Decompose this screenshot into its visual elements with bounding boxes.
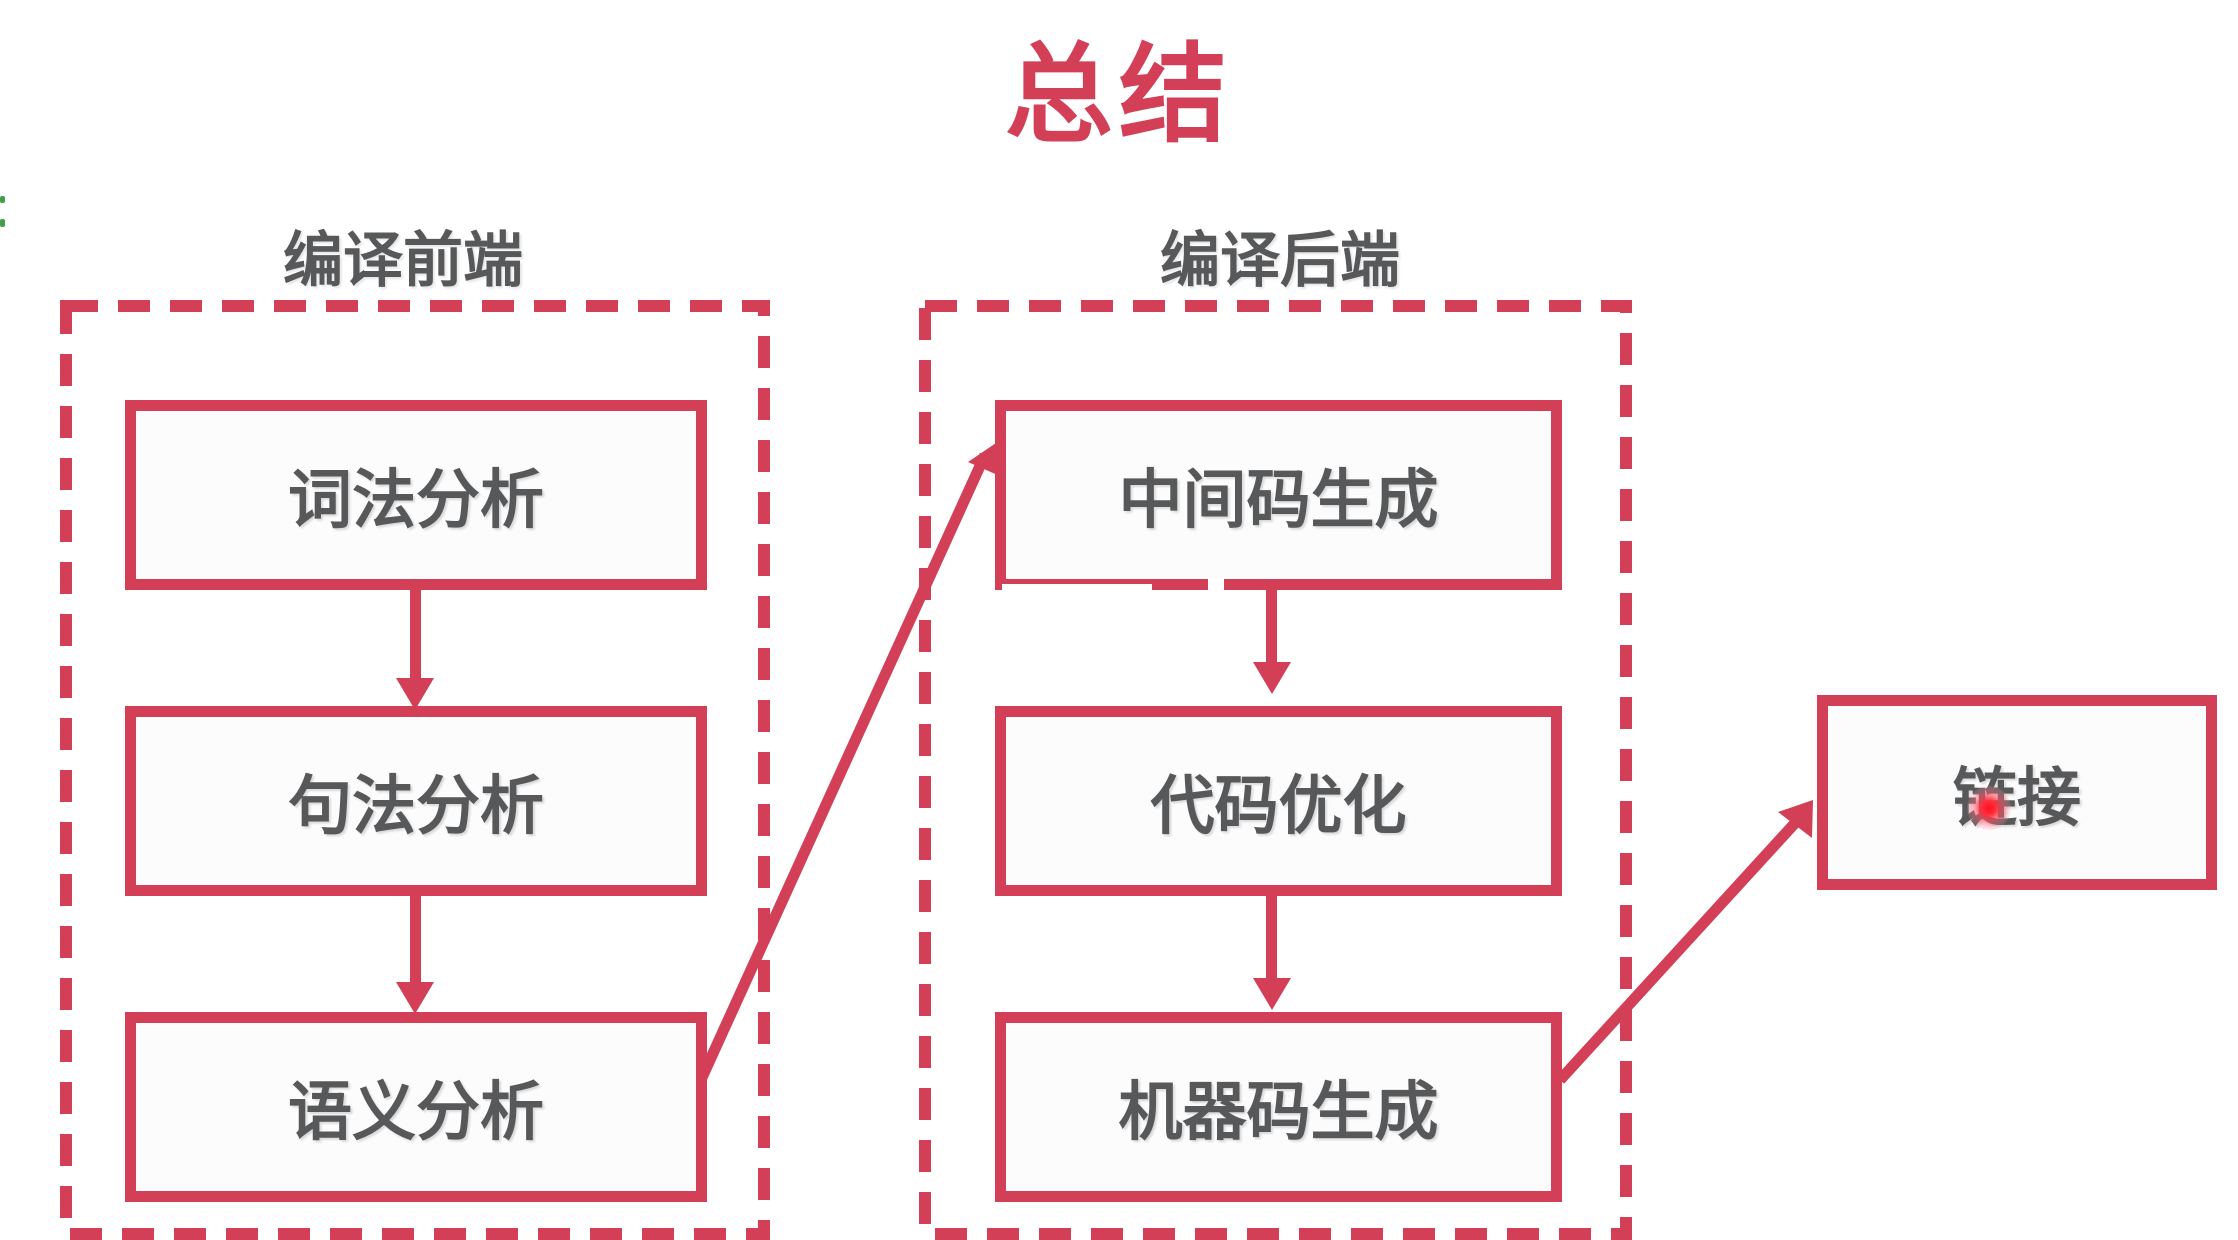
node-syntax-analysis: 句法分析	[125, 706, 707, 896]
edge-artifact-icon	[0, 196, 5, 203]
backend-dashed-container	[919, 300, 1632, 1240]
edge-artifact-icon	[0, 219, 5, 227]
node-machine-code-generation: 机器码生成	[995, 1012, 1562, 1202]
glitch-mark	[1002, 584, 1152, 591]
glitch-mark	[1020, 688, 1225, 695]
arrow-optimize-to-machine-icon	[1253, 894, 1291, 1010]
node-lexical-analysis: 词法分析	[125, 400, 707, 590]
arrow-lexical-to-syntax-icon	[396, 588, 434, 710]
node-link: 链接	[1817, 695, 2217, 890]
arrow-machine-to-link-icon	[1555, 800, 1813, 1084]
node-code-optimization: 代码优化	[995, 706, 1562, 896]
frontend-group-label: 编译前端	[283, 227, 523, 294]
arrow-syntax-to-semantic-icon	[396, 894, 434, 1014]
backend-group-label: 编译后端	[1160, 227, 1400, 294]
arrow-semantic-to-ir-icon	[694, 441, 1006, 1085]
laser-pointer-dot-icon	[1967, 786, 2011, 830]
node-semantic-analysis: 语义分析	[125, 1012, 707, 1202]
page-title: 总结	[1004, 34, 1233, 155]
node-intermediate-code-generation: 中间码生成	[995, 400, 1562, 590]
arrow-ir-to-optimize-icon	[1253, 586, 1291, 694]
glitch-mark	[1208, 578, 1224, 593]
frontend-dashed-container	[60, 300, 770, 1240]
